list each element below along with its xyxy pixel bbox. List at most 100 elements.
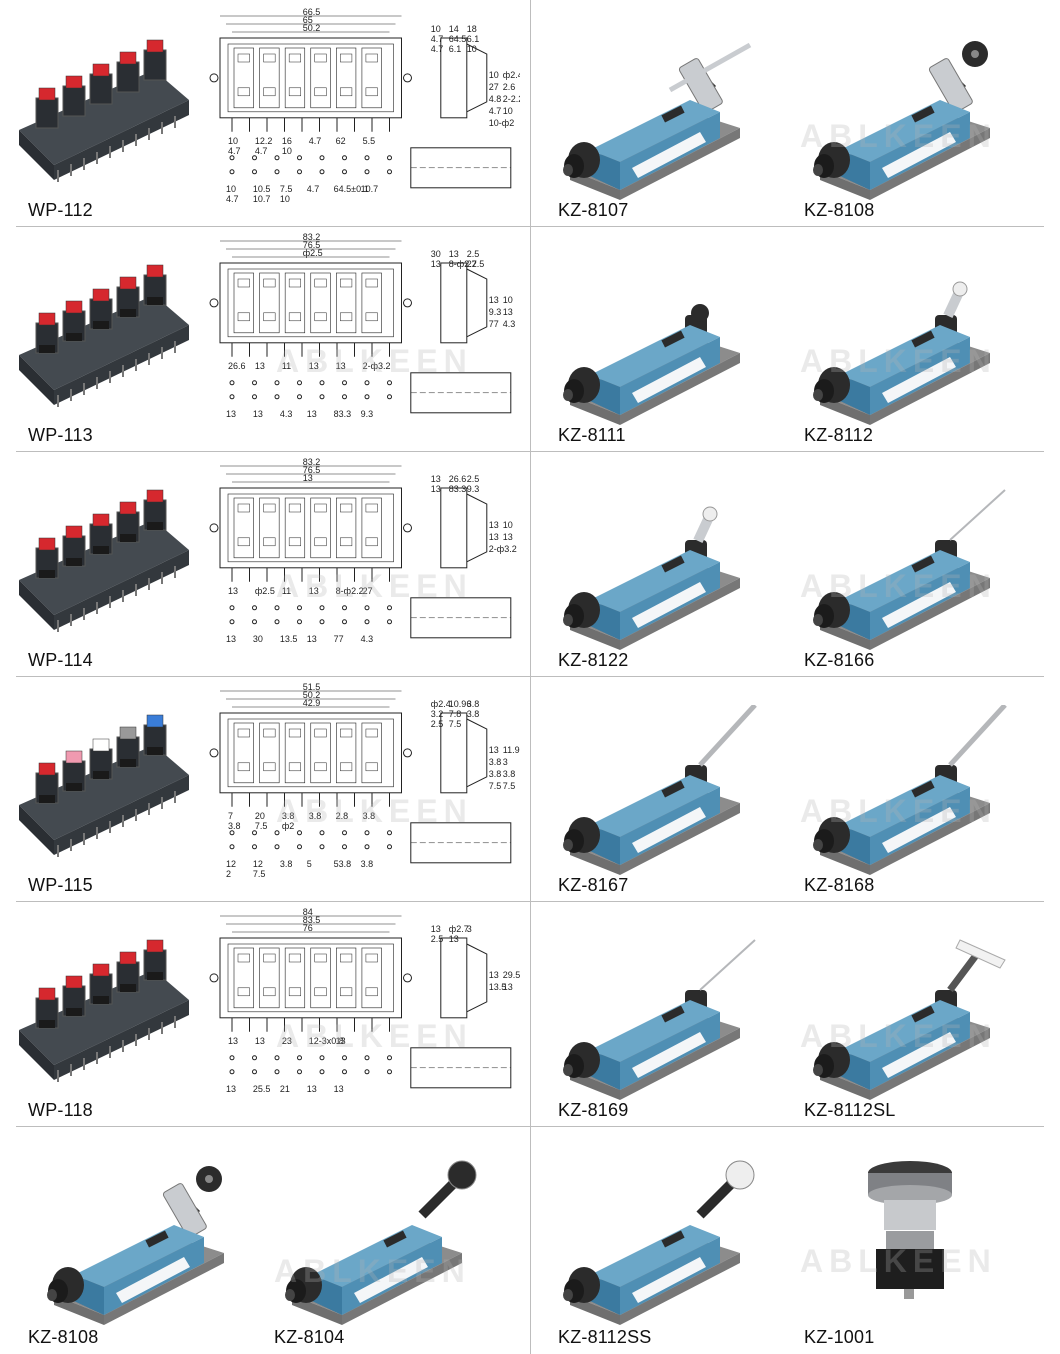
dimension-value: 3 [503, 757, 508, 767]
dimension-value: 7.5 [253, 869, 266, 879]
dimension-value: 13 [226, 1084, 236, 1094]
dimension-value: 20 [255, 811, 265, 821]
dimension-value: 11 [282, 361, 291, 371]
dimension-value: 16 [282, 136, 292, 146]
limit-switch-spring-rod-icon [540, 703, 770, 885]
model-label: WP-118 [28, 1100, 93, 1120]
dimension-value: 13 [503, 307, 513, 317]
dimension-value: 3.8 [228, 821, 241, 831]
spring-terminal-photo [14, 930, 194, 1090]
dimension-value: 83.2 [303, 233, 321, 242]
watermark: ABLKEEN [276, 1018, 473, 1054]
model-label: KZ-8112SS [558, 1327, 652, 1347]
dimension-value: 66.5 [303, 8, 321, 17]
dimension-value: 4.3 [361, 634, 374, 644]
limit-switch-adjustable-rod-icon [540, 30, 770, 210]
watermark: ABLKEEN [800, 1018, 997, 1054]
dimension-value: 3.8 [361, 859, 374, 869]
dimension-value: 7.5 [280, 184, 293, 194]
dimension-value: 13 [336, 1036, 346, 1046]
dimension-value: 13 [255, 1036, 265, 1046]
dimension-value: 62 [336, 136, 346, 146]
dimension-value: ф2.4 [431, 699, 451, 709]
dimension-value: 2.5 [431, 934, 444, 944]
limit-switch-wire-rod-icon [540, 930, 770, 1110]
watermark: ABLKEEN [800, 568, 997, 604]
dimension-drawing: 51.550.242.97ф2.412132010.961211.923.83.… [190, 682, 525, 893]
dimension-value: 51.5 [303, 683, 321, 692]
dimension-value: 21 [280, 1084, 290, 1094]
dimension-value: 64.5 [449, 34, 467, 44]
limit-switch-t-handle-icon [813, 939, 1006, 1100]
dimension-value: 9.3 [361, 409, 374, 419]
dimension-value: 13 [253, 409, 263, 419]
dimension-value: 3.8 [503, 769, 516, 779]
watermark: ABLKEEN [274, 1253, 471, 1289]
dimension-value: 2.5 [467, 474, 480, 484]
dimension-value: 12.2 [255, 136, 273, 146]
dimension-value: 10.96 [449, 699, 472, 709]
dimension-value: 3.8 [280, 859, 293, 869]
spring-terminal-photo [14, 705, 194, 865]
limit-switch-wire-rod-icon [563, 939, 756, 1100]
dimension-value: 3.8 [467, 699, 480, 709]
limit-switch-spring-rod-icon [813, 703, 1007, 875]
dimension-value: 2-ф3.2 [363, 361, 391, 371]
dimension-value: ф2 [282, 821, 294, 831]
limit-switch-roller-plunger-icon [540, 480, 770, 660]
limit-switch-roller-lever-icon [262, 1155, 492, 1335]
dimension-value: 13 [309, 361, 319, 371]
dimension-value: 8-ф2.2 [336, 586, 364, 596]
dimension-value: 4.7 [431, 34, 444, 44]
dimension-value: 42.9 [303, 698, 321, 708]
model-label: WP-113 [28, 425, 93, 445]
dimension-value: 83.2 [303, 458, 321, 467]
dimension-value: 10 [280, 194, 290, 204]
dimension-value: 3.8 [489, 769, 502, 779]
limit-switch-spring-rod-icon [563, 703, 757, 875]
dimension-value: 2-2.2X3.2 [503, 94, 520, 104]
dimension-value: 65 [303, 15, 313, 25]
dimension-value: ф2.5 [255, 586, 275, 596]
dimension-value: 5.5 [363, 136, 376, 146]
watermark: ABLKEEN [800, 343, 997, 379]
dimension-value: 13 [307, 409, 317, 419]
limit-switch-adjustable-roller-icon [813, 41, 990, 200]
dimension-value: 84 [303, 908, 313, 917]
limit-switch-adjustable-roller-icon [24, 1155, 254, 1335]
dimension-value: 13 [226, 634, 236, 644]
dimension-value: 77 [334, 634, 344, 644]
limit-switch-roller-lever-icon [285, 1160, 477, 1325]
dimension-value: 13 [334, 1084, 344, 1094]
dimension-value: 10-ф2 [489, 118, 514, 128]
model-label: KZ-8111 [558, 425, 626, 445]
dimension-value: 5 [307, 859, 312, 869]
dimension-value: ф2.5 [303, 248, 323, 258]
column-divider [530, 0, 531, 1354]
model-label: KZ-8108 [804, 200, 875, 220]
dimension-value: 2.6 [503, 82, 516, 92]
dimension-value: 10 [228, 136, 238, 146]
dimension-value: 23 [282, 1036, 292, 1046]
spring-terminal-photo [14, 30, 194, 190]
dimension-value: 26.6 [228, 361, 246, 371]
dimension-value: 13 [255, 361, 265, 371]
dimension-value: 13 [503, 982, 513, 992]
dimension-value: 6.1 [449, 44, 462, 54]
dimension-value: 13 [489, 970, 499, 980]
dimension-value: 13 [449, 249, 459, 259]
dimension-value: 2.5 [431, 719, 444, 729]
dimension-value: 3 [467, 924, 472, 934]
dimension-value: 13 [307, 1084, 317, 1094]
dimension-value: 4.7 [489, 106, 502, 116]
spring-terminal-photo [14, 255, 194, 415]
dimension-value: 8-ф2.2 [449, 259, 477, 269]
limit-switch-spring-roller-icon [540, 1155, 770, 1335]
dimension-value: 30 [431, 249, 441, 259]
limit-switch-plunger-icon [563, 304, 740, 425]
dimension-value: 77 [489, 319, 499, 329]
mushroom-button-switch-icon [840, 1145, 1040, 1325]
